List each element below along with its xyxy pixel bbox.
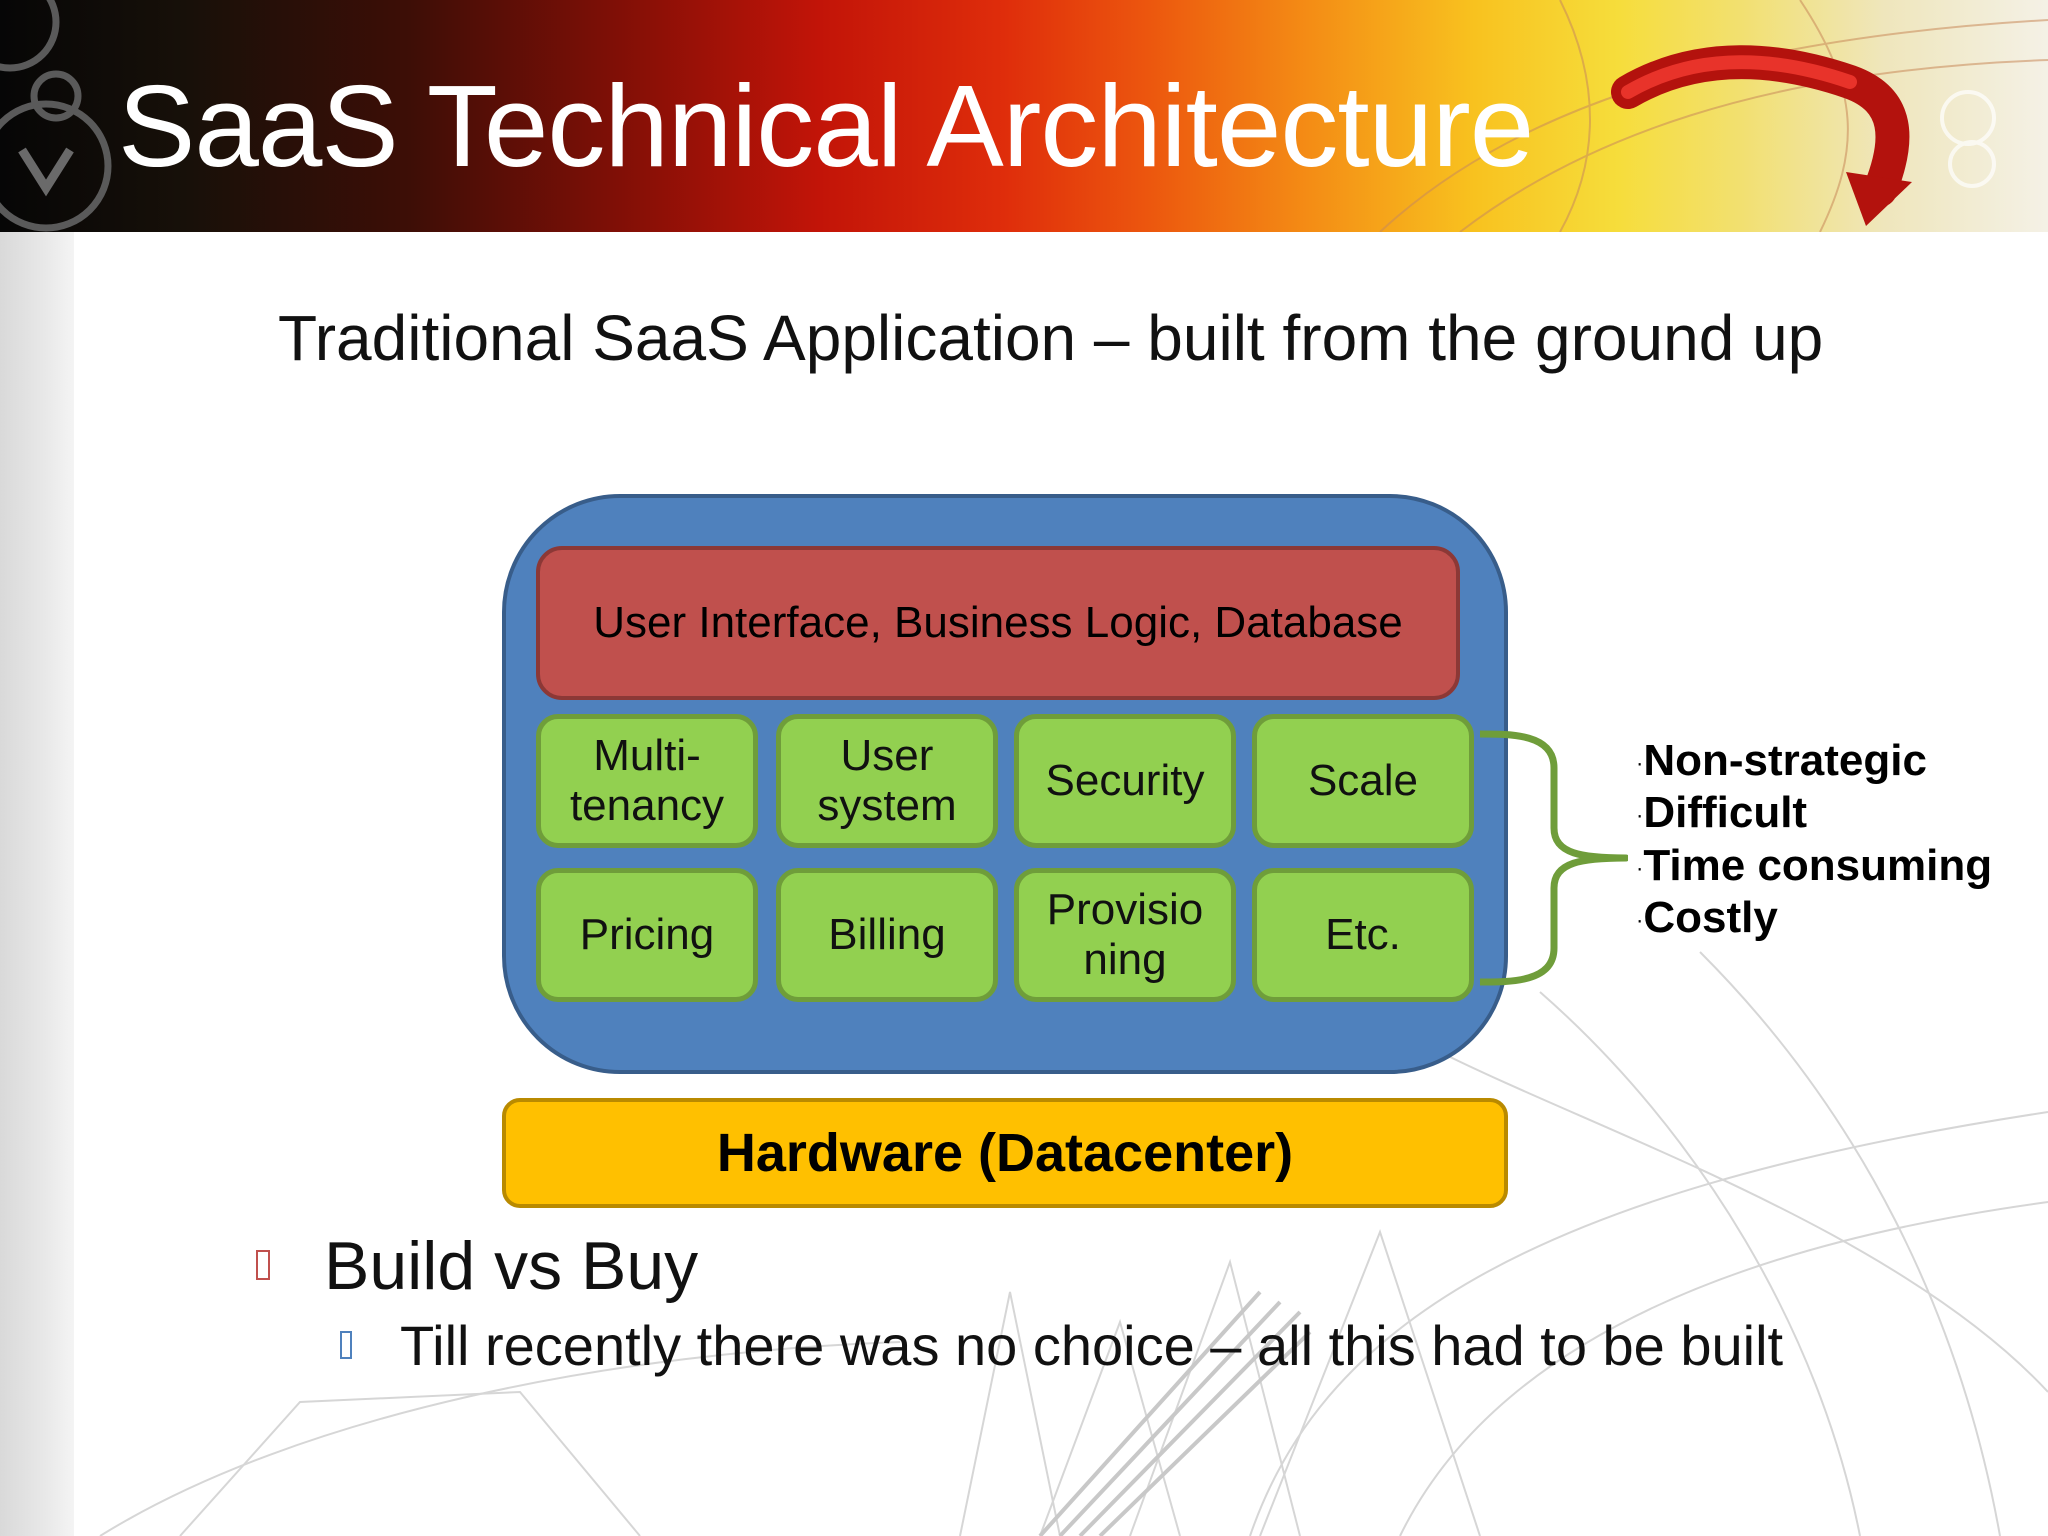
module-user-system-line1: User — [840, 731, 934, 780]
slide-title: SaaS Technical Architecture — [118, 61, 1534, 191]
hardware-layer-box: Hardware (Datacenter) — [502, 1098, 1508, 1208]
module-etc: Etc. — [1252, 868, 1474, 1002]
drawback-text: Costly — [1643, 893, 1778, 943]
module-billing-label: Billing — [828, 910, 946, 959]
module-billing: Billing — [776, 868, 998, 1002]
drawback-text: Non-strategic — [1643, 736, 1927, 785]
bullet-marker-icon — [256, 1250, 270, 1281]
logo-rings-icon — [0, 0, 112, 232]
red-arrow-icon — [1611, 45, 1912, 226]
right-brace-icon — [1479, 730, 1628, 986]
bullet-level2-text: Till recently there was no choice – all … — [400, 1314, 1784, 1377]
sub-bullet-marker-icon — [340, 1331, 352, 1360]
bullet-level1: Build vs Buy — [256, 1226, 698, 1306]
module-multi-tenancy: Multi-tenancy — [536, 714, 758, 848]
drawback-text: Difficult — [1643, 788, 1808, 838]
app-layer-box: User Interface, Business Logic, Database — [536, 546, 1460, 700]
module-security-label: Security — [1045, 756, 1205, 805]
header-banner: SaaS Technical Architecture — [0, 0, 2048, 232]
bullet-level1-text: Build vs Buy — [324, 1228, 699, 1304]
module-user-system-line2: system — [817, 781, 957, 830]
module-multi-tenancy-line2: tenancy — [569, 781, 725, 830]
drawback-item: ·Time consuming — [1636, 840, 1993, 890]
banner-decoration — [0, 0, 2048, 232]
left-decorative-strip — [0, 232, 74, 1536]
slide-subtitle: Traditional SaaS Application – built fro… — [278, 302, 1824, 374]
bullet-level2: Till recently there was no choice – all … — [340, 1312, 1783, 1380]
module-provisioning-line1: Provisio — [1046, 885, 1204, 934]
module-scale: Scale — [1252, 714, 1474, 848]
module-pricing-label: Pricing — [579, 910, 715, 959]
module-multi-tenancy-line1: Multi- — [593, 731, 701, 780]
background-linework — [99, 951, 2048, 1536]
module-provisioning-line2: ning — [1083, 935, 1167, 984]
module-security: Security — [1014, 714, 1236, 848]
module-scale-label: Scale — [1307, 756, 1419, 805]
drawbacks-list: ·Non-strategic ·Difficult ·Time consumin… — [1636, 736, 1992, 946]
module-etc-label: Etc. — [1325, 910, 1401, 959]
drawback-item: ·Difficult — [1636, 788, 1808, 838]
drawback-text: Time consuming — [1643, 840, 1993, 890]
drawback-item: ·Costly — [1636, 893, 1778, 943]
drawback-item: ·Non-strategic — [1636, 736, 1927, 785]
module-pricing: Pricing — [536, 868, 758, 1002]
